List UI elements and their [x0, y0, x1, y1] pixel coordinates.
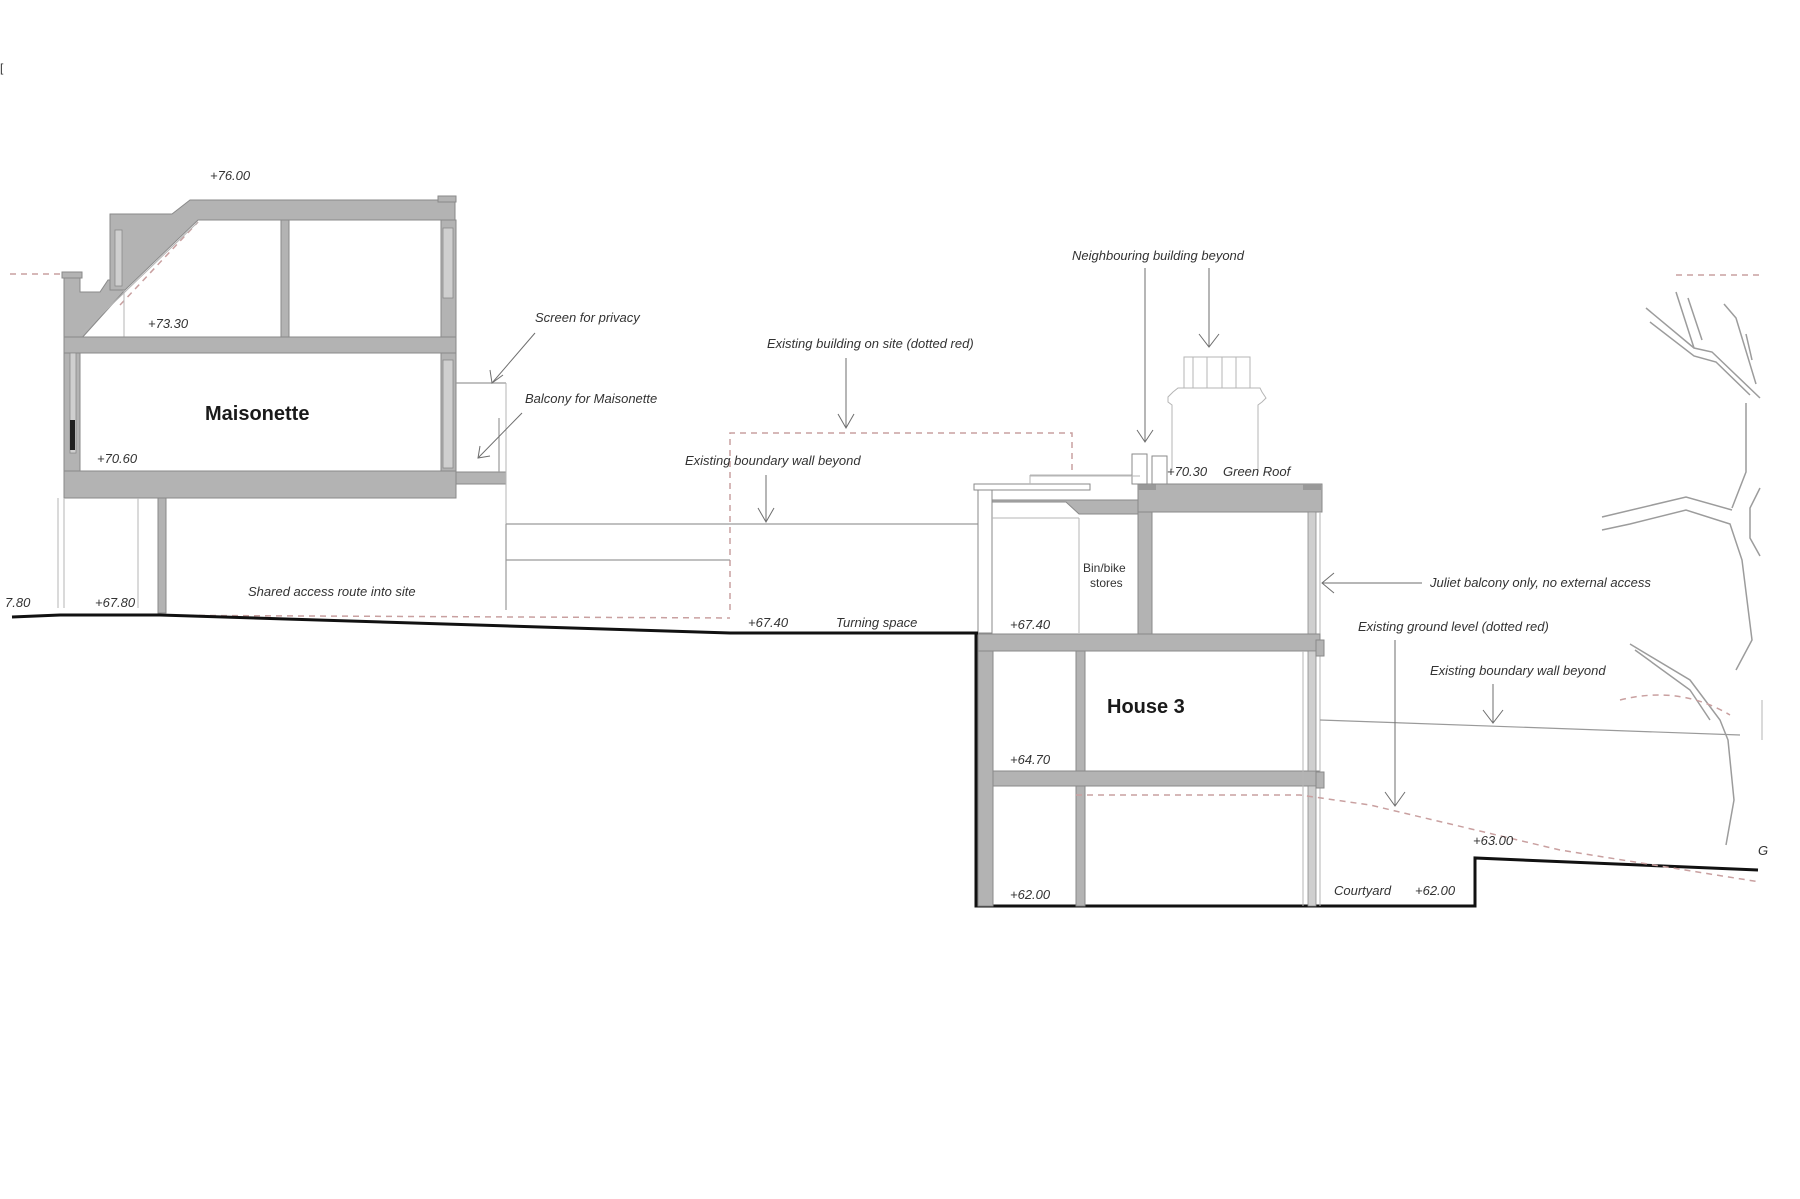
bin-bike-label: Bin/bike [1083, 561, 1126, 575]
note-shared-access: Shared access route into site [248, 584, 416, 599]
note-neighbouring: Neighbouring building beyond [1072, 248, 1245, 263]
house3-section: +70.30 Green Roof Bin/bike stores +67.40… [973, 356, 1761, 908]
level-lower-house3: +62.00 [1010, 887, 1051, 902]
level-turning: +67.40 [748, 615, 789, 630]
ground-levels: 7.80 +67.80 +67.40 +62.00 +63.00 G [5, 595, 1768, 898]
level-roof-house3: +70.30 [1167, 464, 1208, 479]
site-middle [99, 432, 1073, 619]
maisonette-section: +76.00 +73.30 +70.60 Maisonette [10, 168, 507, 614]
annotations: Screen for privacy Balcony for Maisonett… [248, 248, 1651, 898]
room-label-house3: House 3 [1107, 696, 1185, 718]
note-existing-building: Existing building on site (dotted red) [767, 336, 974, 351]
level-roof-maisonette: +76.00 [210, 168, 251, 183]
note-juliet-balcony: Juliet balcony only, no external access [1429, 575, 1651, 590]
level-middle-house3: +64.70 [1010, 752, 1051, 767]
level-garden: +63.00 [1473, 833, 1514, 848]
level-right-cut: G [1758, 843, 1768, 858]
note-screen-privacy: Screen for privacy [535, 310, 641, 325]
tree-sketch [1601, 274, 1763, 846]
level-courtyard: +62.00 [1415, 883, 1456, 898]
note-courtyard: Courtyard [1334, 883, 1392, 898]
level-access: +67.80 [95, 595, 136, 610]
stores-label: stores [1090, 576, 1123, 590]
level-floor-maisonette: +70.60 [97, 451, 138, 466]
level-entrance-house3: +67.40 [1010, 617, 1051, 632]
note-boundary-wall-left: Existing boundary wall beyond [685, 453, 861, 468]
note-existing-ground: Existing ground level (dotted red) [1358, 619, 1549, 634]
level-upper-maisonette: +73.30 [148, 316, 189, 331]
level-left-cut: 7.80 [5, 595, 31, 610]
room-label-maisonette: Maisonette [205, 403, 309, 425]
note-balcony: Balcony for Maisonette [525, 391, 657, 406]
note-turning-space: Turning space [836, 615, 917, 630]
ground-line [11, 613, 978, 635]
green-roof-label: Green Roof [1223, 464, 1292, 479]
note-boundary-wall-right: Existing boundary wall beyond [1430, 663, 1606, 678]
corner-mark: [ [0, 61, 4, 75]
